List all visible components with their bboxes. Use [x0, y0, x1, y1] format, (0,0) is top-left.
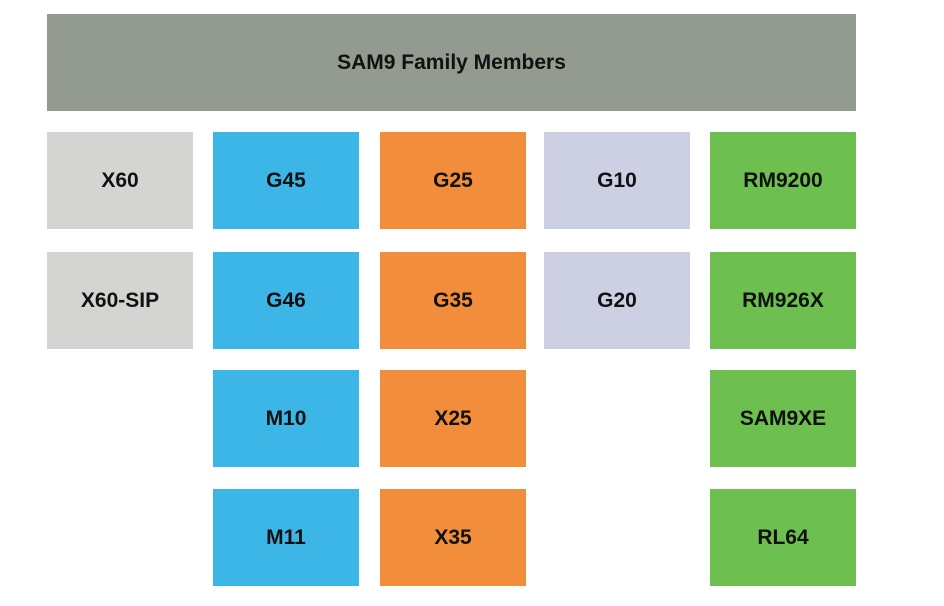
member-box-x25: X25: [380, 370, 526, 467]
member-box-m11: M11: [213, 489, 359, 586]
member-box-x60-sip: X60-SIP: [47, 252, 193, 349]
member-box-x35: X35: [380, 489, 526, 586]
member-box-rl64: RL64: [710, 489, 856, 586]
member-box-g10: G10: [544, 132, 690, 229]
member-box-rm926x: RM926X: [710, 252, 856, 349]
member-box-sam9xe: SAM9XE: [710, 370, 856, 467]
member-box-g46: G46: [213, 252, 359, 349]
family-header: SAM9 Family Members: [47, 14, 856, 111]
member-box-g35: G35: [380, 252, 526, 349]
member-box-x60: X60: [47, 132, 193, 229]
member-box-rm9200: RM9200: [710, 132, 856, 229]
member-box-g45: G45: [213, 132, 359, 229]
member-box-g25: G25: [380, 132, 526, 229]
member-box-m10: M10: [213, 370, 359, 467]
member-box-g20: G20: [544, 252, 690, 349]
